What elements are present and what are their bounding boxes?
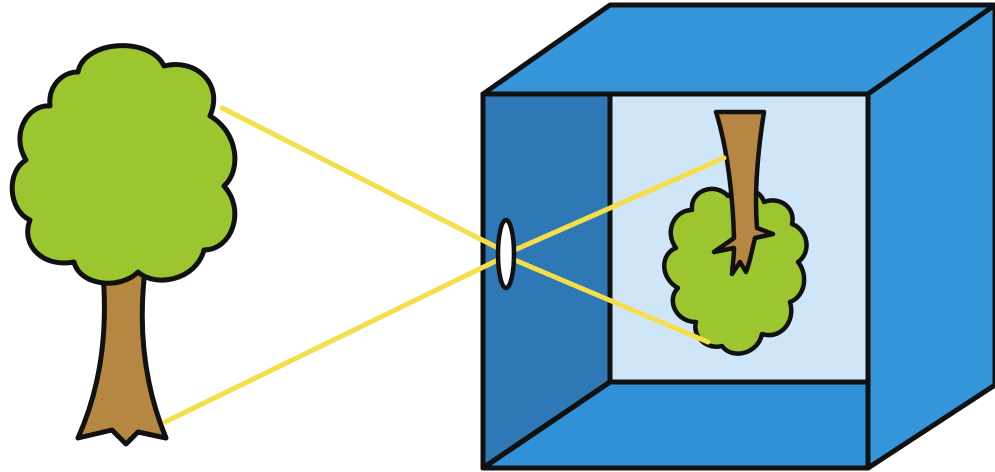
tree-icon	[9, 43, 238, 447]
tree-trunk	[75, 259, 169, 447]
projected-trunk	[711, 109, 776, 277]
pinhole	[495, 217, 517, 291]
ray-top-out	[507, 155, 727, 255]
projected-image	[662, 109, 809, 356]
tree-foliage	[9, 43, 238, 286]
ray-bottom-out	[507, 255, 711, 345]
ray-top-in	[219, 105, 505, 253]
light-rays	[162, 105, 727, 425]
ray-bottom-in	[162, 255, 505, 425]
